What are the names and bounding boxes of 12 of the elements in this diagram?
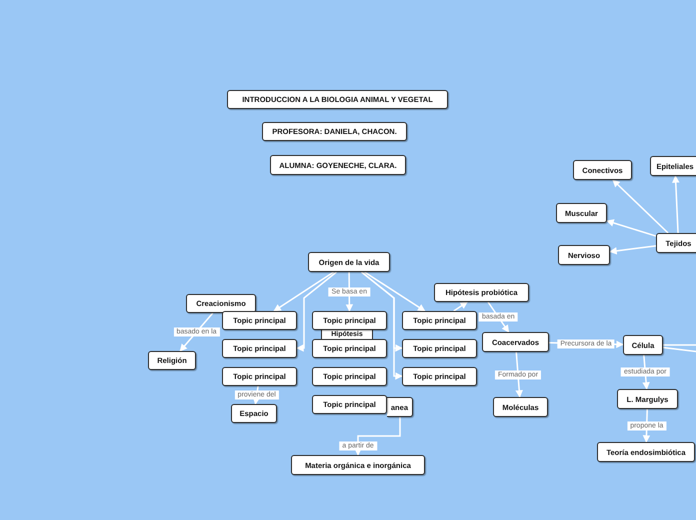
arrow [612, 179, 669, 234]
arrow [273, 271, 334, 312]
arrow [354, 417, 401, 456]
connector-line [663, 344, 696, 346]
arrow [606, 219, 656, 237]
arrow [296, 271, 337, 352]
arrow [361, 271, 403, 380]
arrow [364, 271, 426, 312]
connector-line [662, 346, 696, 353]
arrow [609, 245, 656, 255]
arrow [453, 301, 468, 312]
arrow [672, 175, 680, 234]
